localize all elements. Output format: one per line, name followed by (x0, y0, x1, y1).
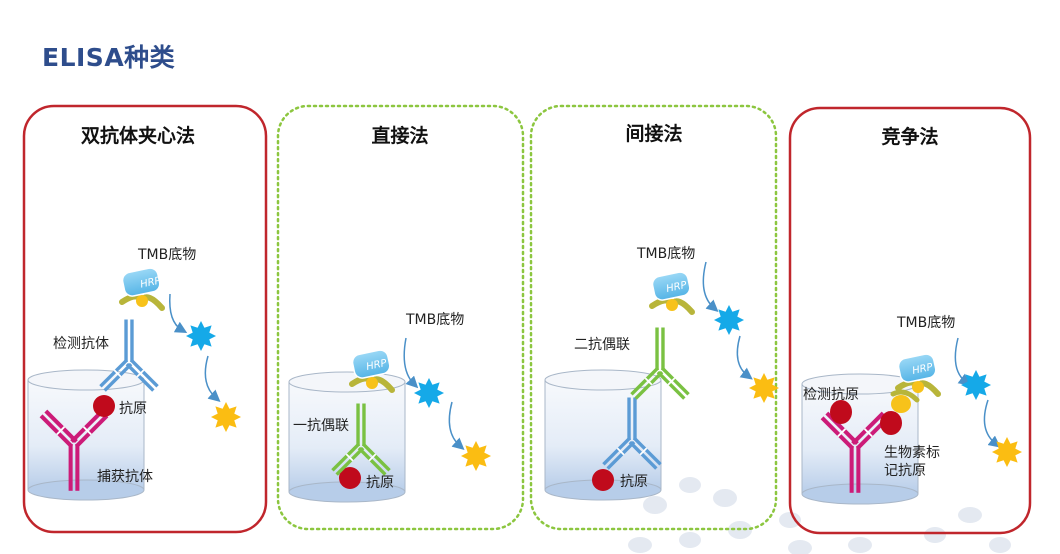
page-title: ELISA种类 (42, 43, 176, 72)
antigen-label: 抗原 (366, 475, 394, 491)
substrate-burst-icon (211, 402, 241, 432)
labeled-antigen-label-line2: 记抗原 (884, 463, 926, 479)
labeled-antigen-icon (880, 411, 902, 435)
background-dots (628, 477, 1011, 554)
reaction-arrow-icon (204, 355, 221, 402)
secondary-antibody-label: 二抗偶联 (574, 337, 630, 353)
substrate-label: TMB底物 (137, 247, 196, 263)
substrate-label: TMB底物 (405, 312, 464, 328)
panel-indirect-elisa: 间接法 HRP TMB底物 二抗偶联 抗原 (529, 104, 779, 531)
antigen-icon (93, 395, 115, 417)
antigen-icon (339, 467, 361, 489)
substrate-burst-icon (749, 373, 779, 403)
substrate-burst-icon (714, 305, 744, 335)
antigen-label: 抗原 (119, 401, 147, 417)
panel-competitive-elisa: 竞争法 HRP TMB底物 检测抗原 生物素标 记抗原 (788, 106, 1032, 535)
panel-title: 双抗体夹心法 (81, 124, 195, 147)
primary-antibody-label: 一抗偶联 (293, 418, 349, 434)
antigen-icon (592, 469, 614, 491)
panel-title: 竞争法 (881, 125, 938, 148)
hrp-label: HRP (665, 280, 688, 295)
substrate-burst-icon (414, 378, 444, 408)
reaction-arrow-icon (169, 293, 188, 333)
hrp-label: HRP (139, 275, 162, 290)
panel-sandwich-elisa: 双抗体夹心法 HRP TMB底物 检测抗体 抗原 捕获抗体 (22, 104, 268, 534)
reaction-arrow-icon (403, 337, 419, 389)
detection-antibody-label: 检测抗体 (53, 336, 109, 352)
antigen-label: 抗原 (620, 474, 648, 490)
reaction-arrow-icon (954, 337, 971, 386)
panel-title: 直接法 (371, 124, 428, 147)
biotin-label-icon (890, 389, 920, 413)
substrate-label: TMB底物 (896, 315, 955, 331)
hrp-label: HRP (911, 362, 934, 377)
substrate-burst-icon (186, 321, 216, 351)
substrate-label: TMB底物 (636, 246, 695, 262)
reaction-arrow-icon (448, 401, 465, 450)
antigen-icon (830, 400, 852, 424)
reaction-arrow-icon (736, 335, 753, 380)
capture-antibody-label: 捕获抗体 (97, 469, 153, 485)
hrp-label: HRP (365, 358, 388, 373)
labeled-antigen-label-line1: 生物素标 (884, 445, 940, 461)
reaction-arrow-icon (983, 399, 1001, 448)
reaction-arrow-icon (702, 261, 719, 312)
substrate-burst-icon (461, 441, 491, 471)
substrate-burst-icon (992, 437, 1022, 467)
panel-direct-elisa: 直接法 HRP TMB底物 一抗偶联 抗原 (276, 104, 525, 531)
substrate-burst-icon (961, 370, 991, 400)
detection-antigen-label: 检测抗原 (803, 387, 859, 403)
panel-title: 间接法 (625, 122, 682, 145)
